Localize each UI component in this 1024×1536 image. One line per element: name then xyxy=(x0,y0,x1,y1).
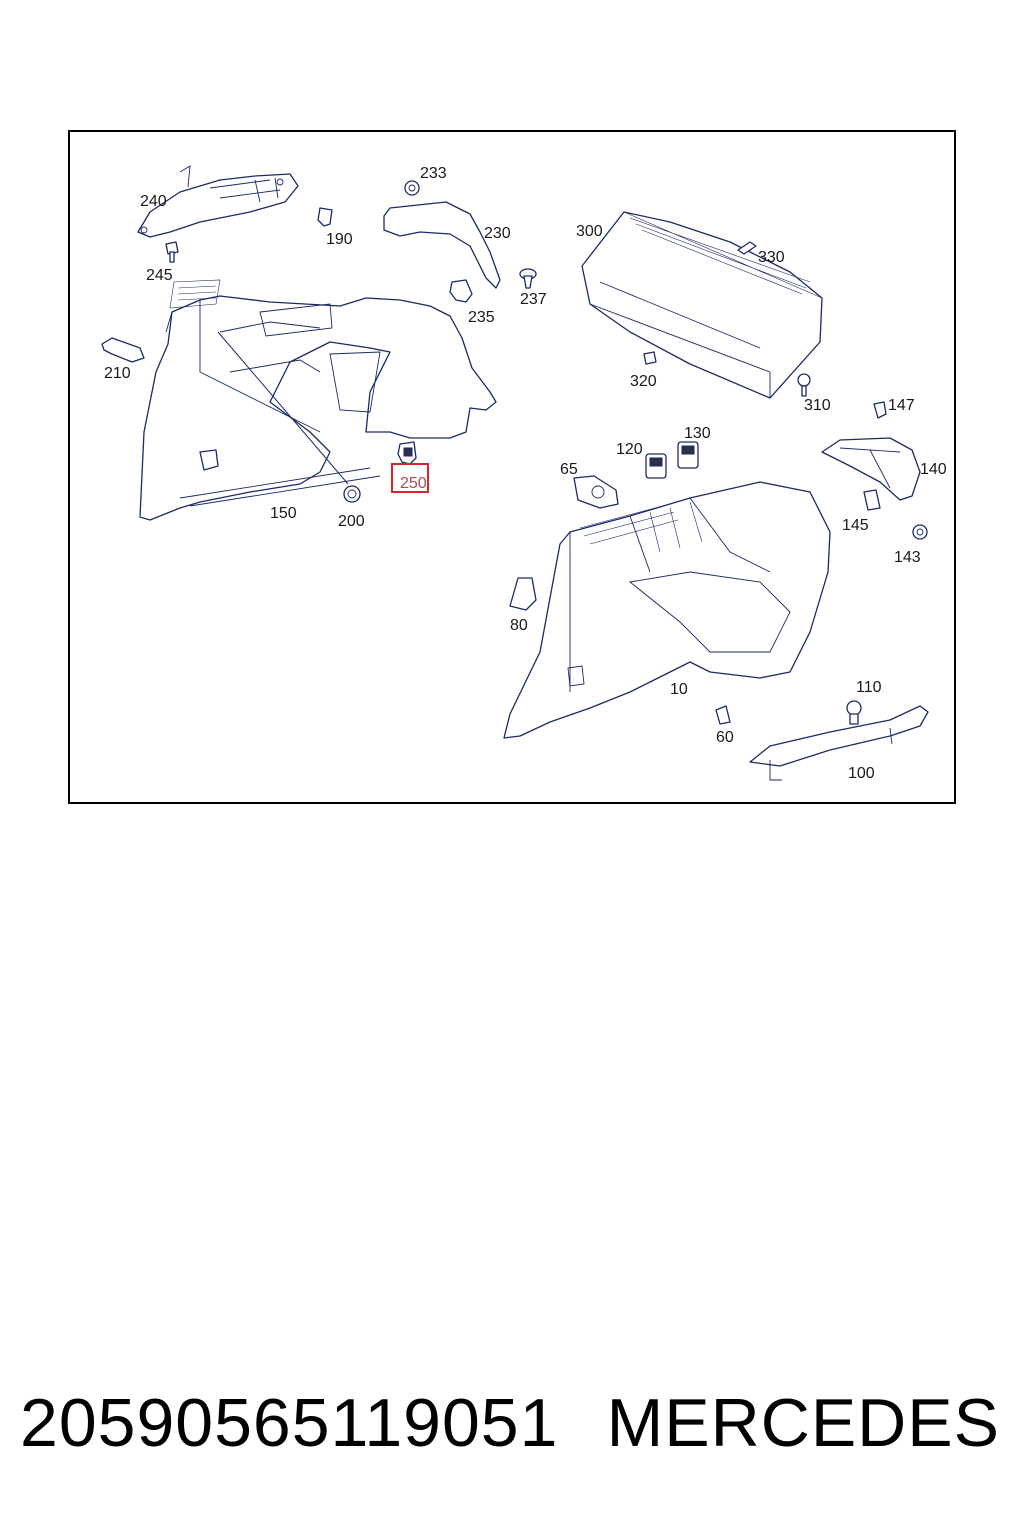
callout-label-143: 143 xyxy=(894,549,921,566)
callout-label-230: 230 xyxy=(484,225,511,242)
callout-label-300: 300 xyxy=(576,223,603,240)
part-200-screw xyxy=(217,331,361,503)
callout-label-235: 235 xyxy=(468,309,495,326)
callout-label-60: 60 xyxy=(716,729,734,746)
callout-label-100: 100 xyxy=(848,765,875,782)
callout-label-80: 80 xyxy=(510,617,528,634)
part-330-clip xyxy=(737,241,757,255)
callout-label-320: 320 xyxy=(630,373,657,390)
part-237-pin xyxy=(519,268,537,289)
part-110-bolt xyxy=(846,700,862,725)
part-190-clip xyxy=(317,207,333,227)
part-145-clip xyxy=(863,489,881,511)
part-240-bracket xyxy=(137,165,299,238)
part-number: 2059056511905​1 xyxy=(20,1385,559,1461)
part-245-bolt xyxy=(165,241,179,263)
callout-label-240: 240 xyxy=(140,193,167,210)
part-320-bolt xyxy=(643,351,657,365)
callout-label-65: 65 xyxy=(560,461,578,478)
callout-label-130: 130 xyxy=(684,425,711,442)
callout-label-233: 233 xyxy=(420,165,447,182)
part-130-switch xyxy=(677,441,699,469)
callout-label-245: 245 xyxy=(146,267,173,284)
callout-label-120: 120 xyxy=(616,441,643,458)
callout-label-150: 150 xyxy=(270,505,297,522)
callout-label-190: 190 xyxy=(326,231,353,248)
part-100-rail xyxy=(749,705,929,781)
callout-label-237: 237 xyxy=(520,291,547,308)
callout-labels: 10 60 65 80 100 110 120 130 140 143 145 147 150 190 20… xyxy=(104,165,947,782)
callout-label-210: 210 xyxy=(104,365,131,382)
part-210-bracket xyxy=(101,337,145,363)
callout-label-10: 10 xyxy=(670,681,688,698)
callout-label-145: 145 xyxy=(842,517,869,534)
part-250-clip xyxy=(397,441,417,465)
footer: 2059056511905​1 MERCEDES xyxy=(0,1378,1024,1468)
part-60-clip xyxy=(715,705,731,725)
part-80-clip xyxy=(509,577,537,611)
part-140-bracket xyxy=(821,437,921,501)
parts-diagram-frame: 10 60 65 80 100 110 120 130 140 143 145 147 150 190 20… xyxy=(68,130,956,804)
callout-label-250: 250 xyxy=(400,475,427,492)
callout-label-200: 200 xyxy=(338,513,365,530)
brand-name: MERCEDES xyxy=(606,1385,1000,1461)
callout-label-310: 310 xyxy=(804,397,831,414)
part-10-side-trim xyxy=(503,481,831,739)
highlight-box-250 xyxy=(391,463,429,493)
part-65-socket xyxy=(573,475,619,509)
part-233-nut xyxy=(404,180,420,196)
callout-label-147: 147 xyxy=(888,397,915,414)
callout-label-330: 330 xyxy=(758,249,785,266)
part-120-switch xyxy=(645,453,667,479)
part-300-cover xyxy=(581,211,823,399)
part-235-clip xyxy=(449,279,473,303)
part-150-side-trim xyxy=(139,279,497,521)
part-310-rivet xyxy=(797,373,811,397)
part-143-nut xyxy=(912,524,928,540)
exploded-parts-diagram: 10 60 65 80 100 110 120 130 140 143 145 147 150 190 20… xyxy=(101,165,947,782)
callout-label-110: 110 xyxy=(856,679,882,696)
part-147-pin xyxy=(873,401,887,419)
callout-label-140: 140 xyxy=(920,461,947,478)
part-230-trim xyxy=(383,201,501,289)
